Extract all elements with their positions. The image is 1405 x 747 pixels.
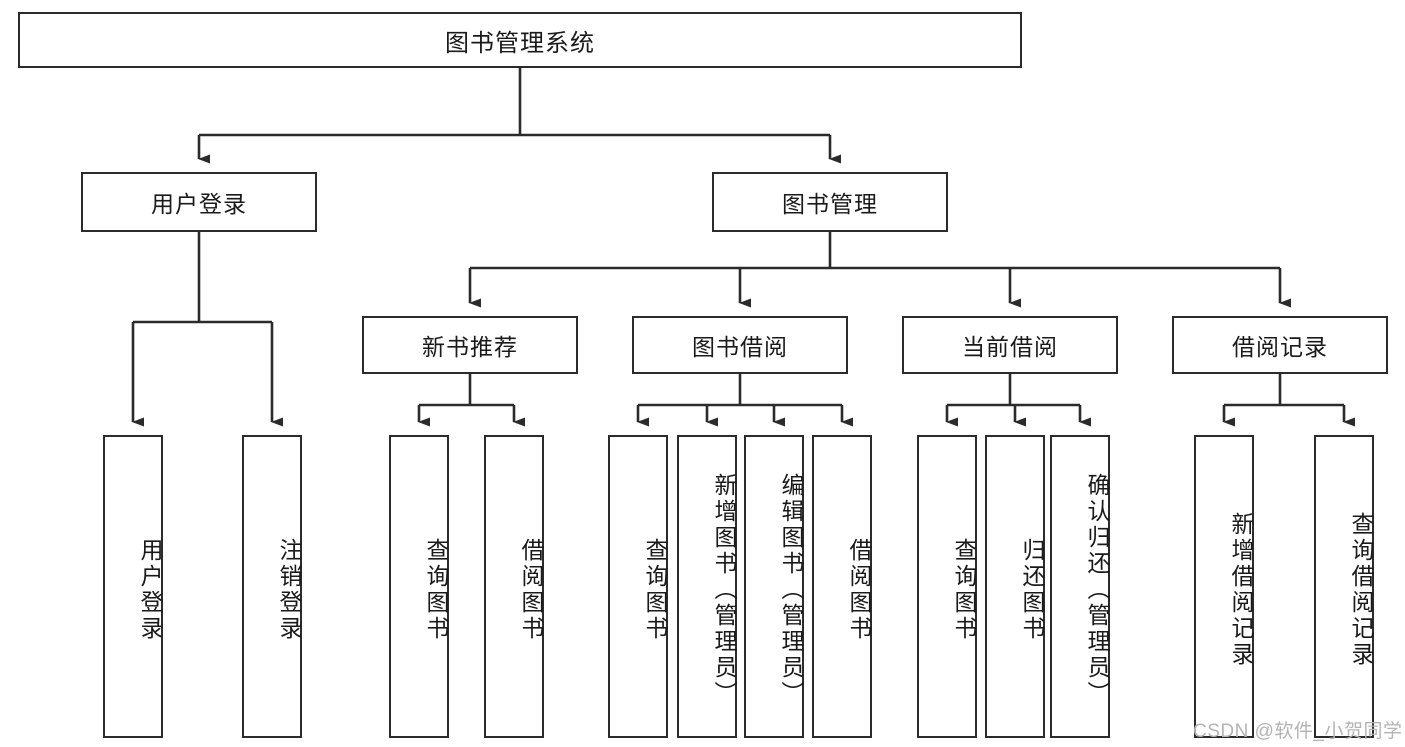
watermark-text: CSDN @软件_小贺同学 [1193, 721, 1403, 742]
node-current-borrow[interactable]: 当前借阅 [902, 316, 1118, 374]
node-label: 用户登录 [137, 537, 163, 642]
node-label: 图书借阅 [692, 334, 788, 360]
node-label: 确认归还（管理员） [1084, 472, 1110, 707]
node-leaf-add-book[interactable]: 新增图书（管理员） [677, 435, 737, 738]
node-label: 新增图书（管理员） [711, 472, 737, 707]
node-book-borrow[interactable]: 图书借阅 [632, 316, 848, 374]
node-label: 用户登录 [151, 191, 247, 217]
node-label: 查询借阅记录 [1348, 511, 1374, 668]
node-label: 新增借阅记录 [1228, 511, 1254, 668]
node-label: 借阅图书 [518, 537, 544, 642]
node-root-title[interactable]: 图书管理系统 [18, 12, 1022, 68]
node-leaf-add-record[interactable]: 新增借阅记录 [1194, 435, 1254, 738]
node-borrow-record[interactable]: 借阅记录 [1172, 316, 1388, 374]
node-leaf-logout-login[interactable]: 注销登录 [242, 435, 302, 738]
node-label: 注销登录 [276, 537, 302, 642]
node-label: 查询图书 [642, 537, 668, 642]
node-label: 新书推荐 [422, 334, 518, 360]
node-label: 归还图书 [1019, 537, 1045, 642]
node-label: 查询图书 [423, 537, 449, 642]
node-label: 借阅记录 [1232, 334, 1328, 360]
node-leaf-user-login[interactable]: 用户登录 [103, 435, 163, 738]
node-label: 借阅图书 [846, 537, 872, 642]
node-leaf-query-record[interactable]: 查询借阅记录 [1314, 435, 1374, 738]
node-book-management[interactable]: 图书管理 [712, 172, 948, 232]
node-label: 当前借阅 [962, 334, 1058, 360]
node-leaf-edit-book[interactable]: 编辑图书（管理员） [744, 435, 804, 738]
node-leaf-confirm-return[interactable]: 确认归还（管理员） [1050, 435, 1110, 738]
node-leaf-query-book-1[interactable]: 查询图书 [389, 435, 449, 738]
node-label: 查询图书 [951, 537, 977, 642]
node-leaf-borrow-book-1[interactable]: 借阅图书 [484, 435, 544, 738]
node-leaf-borrow-book-2[interactable]: 借阅图书 [812, 435, 872, 738]
connector-lines [131, 68, 1355, 427]
node-label: 编辑图书（管理员） [778, 472, 804, 707]
node-leaf-query-book-3[interactable]: 查询图书 [917, 435, 977, 738]
node-label: 图书管理 [782, 191, 878, 217]
node-label: 图书管理系统 [445, 29, 595, 57]
node-new-book-recommend[interactable]: 新书推荐 [362, 316, 578, 374]
node-leaf-return-book[interactable]: 归还图书 [985, 435, 1045, 738]
node-user-login[interactable]: 用户登录 [81, 172, 317, 232]
node-leaf-query-book-2[interactable]: 查询图书 [608, 435, 668, 738]
